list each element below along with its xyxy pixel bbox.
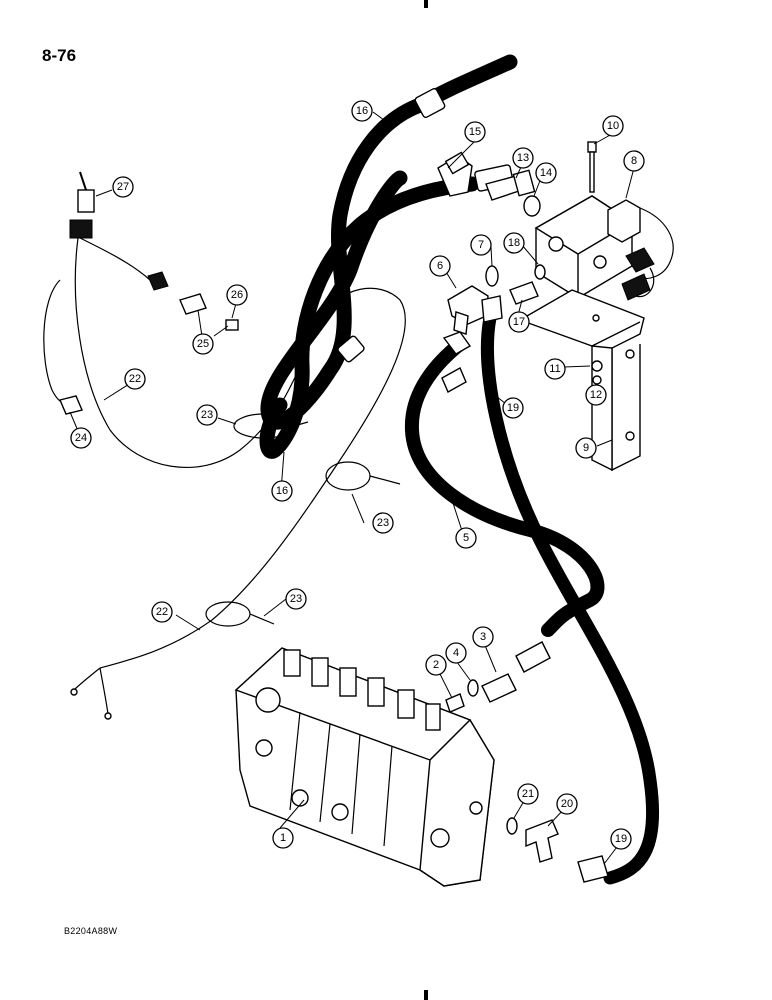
tee-fitting-20 bbox=[525, 819, 559, 863]
callout-22-upper: 22 bbox=[124, 368, 146, 390]
valve-block-8 bbox=[534, 195, 674, 301]
callout-15: 15 bbox=[464, 121, 486, 143]
callout-19-lower: 19 bbox=[610, 828, 632, 850]
callout-7: 7 bbox=[470, 234, 492, 256]
callout-19-upper: 19 bbox=[502, 397, 524, 419]
svg-text:20: 20 bbox=[561, 798, 573, 810]
callout-4: 4 bbox=[445, 642, 467, 664]
svg-text:2: 2 bbox=[433, 659, 439, 671]
svg-text:19: 19 bbox=[615, 833, 627, 845]
adapter-13 bbox=[485, 169, 536, 201]
svg-text:5: 5 bbox=[463, 532, 469, 544]
callout-16-upper: 16 bbox=[351, 100, 373, 122]
control-valve-1 bbox=[234, 647, 495, 887]
svg-text:6: 6 bbox=[437, 260, 443, 272]
svg-text:19: 19 bbox=[507, 402, 519, 414]
washer-12 bbox=[592, 375, 602, 385]
toggle-switch-27 bbox=[69, 171, 95, 239]
svg-text:11: 11 bbox=[549, 363, 560, 375]
svg-text:21: 21 bbox=[522, 788, 534, 800]
callout-12: 12 bbox=[585, 384, 607, 406]
svg-text:16: 16 bbox=[276, 485, 288, 497]
clip-24 bbox=[59, 395, 83, 415]
callout-17: 17 bbox=[508, 311, 530, 333]
callout-22-lower: 22 bbox=[151, 601, 173, 623]
callout-21: 21 bbox=[517, 783, 539, 805]
o-ring-7 bbox=[485, 265, 499, 287]
callout-13: 13 bbox=[512, 147, 534, 169]
svg-text:15: 15 bbox=[469, 126, 481, 138]
callout-14: 14 bbox=[535, 162, 557, 184]
callout-5: 5 bbox=[455, 527, 477, 549]
callout-2: 2 bbox=[425, 654, 447, 676]
svg-text:7: 7 bbox=[478, 239, 484, 251]
callout-3: 3 bbox=[472, 626, 494, 648]
callout-20: 20 bbox=[556, 793, 578, 815]
svg-text:18: 18 bbox=[508, 237, 520, 249]
callout-9: 9 bbox=[575, 437, 597, 459]
adapter-3 bbox=[481, 673, 517, 703]
callout-25: 25 bbox=[192, 333, 214, 355]
svg-text:24: 24 bbox=[75, 432, 87, 444]
callout-23-middle: 23 bbox=[372, 512, 394, 534]
connector-housing bbox=[147, 271, 169, 291]
callout-18: 18 bbox=[503, 232, 525, 254]
hose-16 bbox=[259, 54, 518, 459]
svg-text:16: 16 bbox=[356, 105, 368, 117]
svg-text:4: 4 bbox=[453, 647, 459, 659]
svg-text:23: 23 bbox=[377, 517, 389, 529]
page-number: 8-76 bbox=[42, 46, 77, 65]
callout-26: 26 bbox=[226, 284, 248, 306]
svg-text:1: 1 bbox=[280, 832, 286, 844]
callout-23-lower: 23 bbox=[285, 588, 307, 610]
callout-16-lower: 16 bbox=[271, 480, 293, 502]
callout-10: 10 bbox=[602, 115, 624, 137]
svg-text:23: 23 bbox=[201, 409, 213, 421]
fitting-2 bbox=[445, 693, 465, 713]
svg-text:26: 26 bbox=[231, 289, 243, 301]
o-ring-21 bbox=[506, 817, 518, 835]
o-ring-4 bbox=[467, 679, 479, 697]
plug-26 bbox=[225, 319, 239, 331]
svg-text:22: 22 bbox=[156, 606, 168, 618]
svg-text:14: 14 bbox=[540, 167, 552, 179]
svg-text:17: 17 bbox=[513, 316, 525, 328]
o-ring-14 bbox=[523, 195, 541, 217]
svg-text:23: 23 bbox=[290, 593, 302, 605]
nut-11 bbox=[591, 360, 603, 372]
svg-text:9: 9 bbox=[583, 442, 589, 454]
figure-code: B2204A88W bbox=[64, 926, 118, 936]
bolt-10 bbox=[587, 141, 597, 193]
callout-27: 27 bbox=[112, 176, 134, 198]
elbow-fitting-6 bbox=[447, 285, 489, 335]
callout-23-upper: 23 bbox=[196, 404, 218, 426]
callout-6: 6 bbox=[429, 255, 451, 277]
svg-text:27: 27 bbox=[117, 181, 129, 193]
cable-ties-23 bbox=[205, 413, 401, 627]
svg-text:3: 3 bbox=[480, 631, 486, 643]
hose-5 bbox=[404, 331, 605, 637]
svg-text:10: 10 bbox=[607, 120, 619, 132]
registration-mark-bottom bbox=[424, 990, 428, 1000]
registration-mark-top bbox=[424, 0, 428, 8]
svg-text:8: 8 bbox=[631, 155, 637, 167]
callout-11: 11 bbox=[544, 358, 566, 380]
svg-text:12: 12 bbox=[590, 389, 602, 401]
svg-text:22: 22 bbox=[129, 373, 141, 385]
callout-1: 1 bbox=[272, 827, 294, 849]
svg-text:13: 13 bbox=[517, 152, 529, 164]
callout-8: 8 bbox=[623, 150, 645, 172]
o-ring-18 bbox=[534, 264, 546, 280]
fitting-17 bbox=[509, 281, 539, 305]
callout-24: 24 bbox=[70, 427, 92, 449]
svg-text:25: 25 bbox=[197, 338, 209, 350]
hose-19 bbox=[480, 295, 660, 885]
connector-25 bbox=[179, 293, 207, 315]
hose-5-end-fitting bbox=[515, 641, 551, 673]
